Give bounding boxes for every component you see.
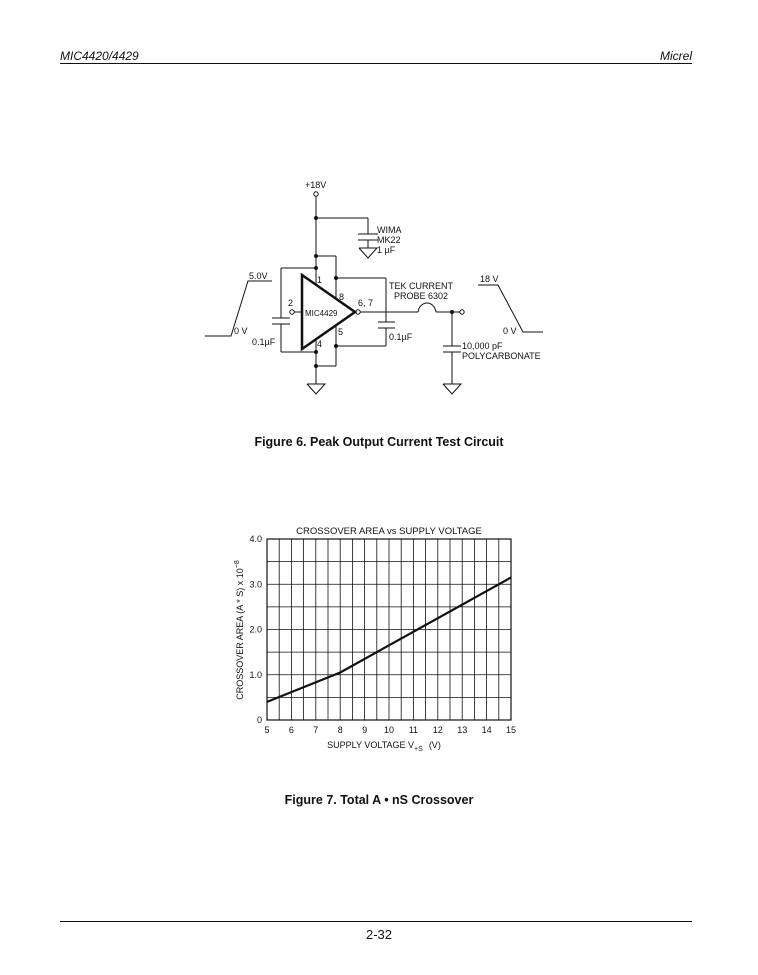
header-rule <box>60 63 692 64</box>
label-pin-67: 6, 7 <box>358 298 373 308</box>
label-probe-1: TEK CURRENT <box>389 281 454 291</box>
chart-title: CROSSOVER AREA vs SUPPLY VOLTAGE <box>296 526 482 537</box>
ground-symbol-cap <box>358 247 379 259</box>
ground-symbol-driver <box>306 383 327 395</box>
label-supply: +18V <box>305 180 326 190</box>
label-cap-mfr: WIMA <box>377 225 402 235</box>
page-number: 2-32 <box>365 927 393 942</box>
label-cap-right: 0.1µF <box>389 332 413 342</box>
x-tick-label: 11 <box>409 725 418 735</box>
label-input-high: 5.0V <box>249 271 268 281</box>
label-output-high: 18 V <box>480 274 499 284</box>
footer-rule <box>60 921 692 922</box>
x-tick-label: 7 <box>313 725 318 735</box>
running-header-product: MIC4420/4429 <box>60 49 139 63</box>
label-input-low: 0 V <box>234 326 248 336</box>
x-axis-label-sub: +S <box>414 746 423 753</box>
y-tick-label: 4.0 <box>249 534 262 544</box>
x-tick-label: 9 <box>362 725 367 735</box>
label-load-type: POLYCARBONATE <box>462 351 541 361</box>
x-tick-label: 10 <box>384 725 394 735</box>
label-pin-2: 2 <box>288 298 293 308</box>
y-tick-label: 2.0 <box>249 625 262 635</box>
label-cap-model: MK22 <box>377 235 401 245</box>
x-axis-label: SUPPLY VOLTAGE V+S (V) <box>327 740 441 753</box>
y-tick-label: 3.0 <box>249 579 262 589</box>
x-tick-label: 14 <box>482 725 492 735</box>
input-waveform <box>205 280 272 337</box>
label-pin-5: 5 <box>338 327 343 337</box>
y-tick-label: 0 <box>257 715 262 725</box>
x-tick-label: 13 <box>457 725 467 735</box>
x-tick-label: 6 <box>289 725 294 735</box>
x-tick-label: 15 <box>506 725 516 735</box>
x-tick-label: 12 <box>433 725 443 735</box>
figure-6-caption: Figure 6. Peak Output Current Test Circu… <box>254 435 504 449</box>
x-tick-label: 5 <box>264 725 269 735</box>
y-axis-label-exp: −8 <box>234 560 241 568</box>
x-axis-label-main: SUPPLY VOLTAGE V <box>327 740 414 750</box>
running-header-brand: Micrel <box>660 49 692 63</box>
current-probe-loop <box>417 302 437 313</box>
label-pin-4: 4 <box>317 339 322 349</box>
label-pin-1: 1 <box>317 275 322 285</box>
output-terminal <box>459 309 465 315</box>
label-cap-value: 1 µF <box>377 245 396 255</box>
label-chip: MIC4429 <box>305 309 338 318</box>
y-tick-label: 1.0 <box>249 670 262 680</box>
output-waveform <box>478 284 543 333</box>
x-axis-label-unit: (V) <box>429 740 441 750</box>
figure-7-caption: Figure 7. Total A • nS Crossover <box>284 793 474 807</box>
label-cap-left: 0.1µF <box>252 337 276 347</box>
ground-symbol-load <box>442 383 463 395</box>
label-pin-8: 8 <box>339 292 344 302</box>
x-tick-label: 8 <box>338 725 343 735</box>
y-axis-label-main: CROSSOVER AREA (A * S) x 10 <box>235 568 245 700</box>
crossover-line <box>266 576 512 703</box>
label-load-value: 10,000 pF <box>462 341 503 351</box>
plot-frame <box>266 538 512 721</box>
label-probe-2: PROBE 6302 <box>394 291 448 301</box>
y-axis-label: CROSSOVER AREA (A * S) x 10−8 <box>234 560 245 700</box>
label-output-low: 0 V <box>503 326 517 336</box>
